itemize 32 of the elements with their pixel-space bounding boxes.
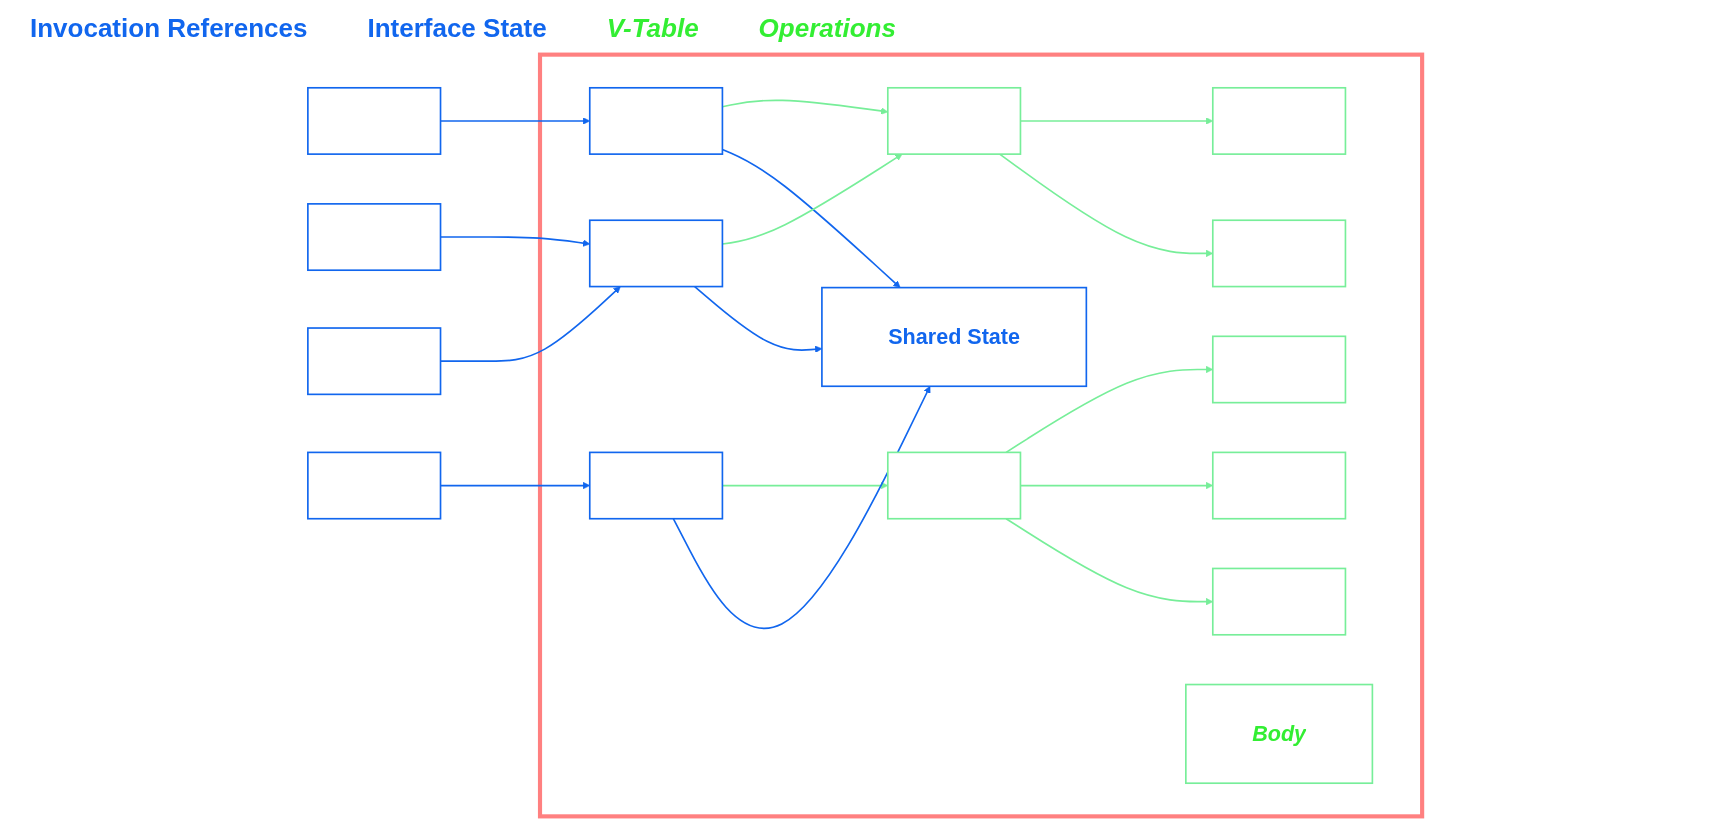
node-box — [1211, 335, 1346, 404]
arrow — [721, 153, 902, 245]
arrow — [998, 153, 1213, 258]
node-box — [306, 327, 441, 396]
column-heading: Interface State — [367, 12, 547, 44]
node-box — [1211, 567, 1346, 636]
arrow — [721, 99, 888, 115]
node-box — [306, 203, 441, 272]
node-box — [886, 86, 1021, 155]
arrow — [721, 148, 900, 288]
node-box — [1211, 86, 1346, 155]
arrow — [721, 481, 888, 490]
column-heading: Operations — [758, 12, 896, 44]
arrow — [1019, 117, 1213, 125]
node-box — [588, 451, 723, 520]
arrow — [693, 285, 822, 353]
node-box — [1211, 219, 1346, 288]
node-box — [306, 451, 441, 520]
node-box — [588, 219, 723, 288]
arrow — [1019, 481, 1213, 490]
cluster — [537, 52, 1424, 819]
node-box: Shared State — [820, 286, 1087, 388]
column-heading: Invocation References — [30, 12, 308, 44]
node-box — [1211, 451, 1346, 520]
arrow — [671, 385, 930, 630]
column-heading: V-Table — [606, 12, 699, 44]
node-box — [588, 86, 723, 155]
node-box — [886, 451, 1021, 520]
arrow — [1004, 517, 1213, 606]
node-box — [306, 86, 441, 155]
arrow — [1004, 365, 1213, 454]
node-box: Body — [1184, 683, 1373, 785]
